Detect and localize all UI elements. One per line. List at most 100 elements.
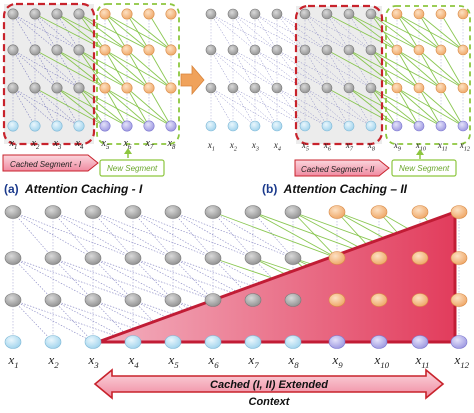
attention-link xyxy=(52,299,94,343)
new-segment-box xyxy=(96,3,180,145)
extended-context-label-line2: Context xyxy=(249,396,291,408)
hidden-state-node xyxy=(204,251,222,265)
attention-link xyxy=(92,257,134,301)
hidden-state-node xyxy=(73,44,85,56)
hidden-state-node xyxy=(271,8,283,20)
input-token-node xyxy=(29,120,41,132)
cached-segment-label: Cached Segment - II xyxy=(301,165,375,174)
attention-link xyxy=(326,87,372,127)
attention-link xyxy=(12,299,54,343)
hidden-state-node xyxy=(365,82,377,94)
attention-link xyxy=(78,49,150,89)
hidden-state-node xyxy=(4,251,22,265)
attention-link xyxy=(304,13,372,51)
token-label: x5 xyxy=(301,140,309,153)
attention-link xyxy=(92,257,174,301)
input-token-node xyxy=(204,335,222,349)
attention-link xyxy=(12,87,58,127)
panel-b-caption: (b) Attention Caching – II xyxy=(262,182,408,196)
attention-link xyxy=(418,13,464,51)
hidden-state-node xyxy=(73,82,85,94)
hidden-state-node xyxy=(343,82,355,94)
attention-link xyxy=(276,13,328,51)
hidden-state-node xyxy=(284,205,302,219)
attention-link xyxy=(254,13,306,51)
attention-link xyxy=(104,13,128,51)
attention-link xyxy=(52,211,174,259)
token-label: x9 xyxy=(393,140,401,153)
token-label: x1 xyxy=(207,140,215,153)
attention-link xyxy=(52,257,174,301)
token-label: x5 xyxy=(167,352,179,370)
cached-segment-tag: Cached Segment - II xyxy=(294,159,390,177)
attention-link xyxy=(12,211,94,259)
attention-link xyxy=(56,13,128,51)
input-token-node xyxy=(7,120,19,132)
attention-link xyxy=(56,87,80,127)
hidden-state-node xyxy=(321,82,333,94)
input-token-node xyxy=(84,335,102,349)
attention-link xyxy=(348,87,398,127)
attention-link xyxy=(12,257,94,301)
new-segment-label: New Segment xyxy=(107,164,158,173)
new-segment-label: New Segment xyxy=(399,164,450,173)
input-token-node xyxy=(164,335,182,349)
attention-link xyxy=(254,49,278,89)
hidden-state-node xyxy=(391,82,403,94)
hidden-state-node xyxy=(227,8,239,20)
hidden-state-node xyxy=(435,82,447,94)
input-token-node xyxy=(51,120,63,132)
attention-link xyxy=(304,49,328,89)
token-label: x7 xyxy=(247,352,259,370)
hidden-state-node xyxy=(413,8,425,20)
hidden-state-node xyxy=(164,293,182,307)
attention-link xyxy=(34,49,80,89)
input-token-node xyxy=(450,335,468,349)
attention-link xyxy=(148,87,172,127)
hidden-state-node xyxy=(435,8,447,20)
attention-link xyxy=(232,87,256,127)
token-label: x3 xyxy=(87,352,99,370)
attention-link xyxy=(210,87,256,127)
hidden-state-node xyxy=(205,8,217,20)
attention-link xyxy=(210,87,234,127)
hidden-state-node xyxy=(164,251,182,265)
attention-link xyxy=(396,13,442,51)
attention-link xyxy=(148,49,172,89)
attention-link xyxy=(370,13,420,51)
input-token-node xyxy=(411,335,429,349)
input-token-node xyxy=(143,120,155,132)
attention-link xyxy=(12,211,134,259)
hidden-state-node xyxy=(244,205,262,219)
hidden-state-node xyxy=(165,8,177,20)
attention-link xyxy=(34,13,80,51)
attention-link xyxy=(34,87,80,127)
hidden-state-node xyxy=(343,8,355,20)
attention-link xyxy=(172,211,254,259)
hidden-state-node xyxy=(51,82,63,94)
extended-context-label-line1: Cached (I, II) Extended xyxy=(210,379,328,391)
cached-segment-label: Cached Segment - I xyxy=(10,160,82,169)
cached-segment-tag: Cached Segment - I xyxy=(2,154,99,172)
token-label: x12 xyxy=(453,352,469,370)
attention-link xyxy=(348,49,420,89)
attention-link xyxy=(396,49,442,89)
attention-link xyxy=(396,49,420,89)
token-label: x3 xyxy=(53,138,62,151)
token-label: x6 xyxy=(207,352,219,370)
attention-link xyxy=(132,211,214,259)
attention-link xyxy=(210,49,234,89)
attention-link xyxy=(440,13,464,51)
attention-link xyxy=(304,87,328,127)
attention-link xyxy=(254,13,328,51)
hidden-state-node xyxy=(124,205,142,219)
hidden-state-node xyxy=(271,82,283,94)
node-grid xyxy=(205,8,469,132)
attention-link xyxy=(52,211,134,259)
token-label: x2 xyxy=(47,352,59,370)
hidden-state-node xyxy=(321,44,333,56)
input-token-node xyxy=(271,120,283,132)
hidden-state-node xyxy=(44,251,62,265)
